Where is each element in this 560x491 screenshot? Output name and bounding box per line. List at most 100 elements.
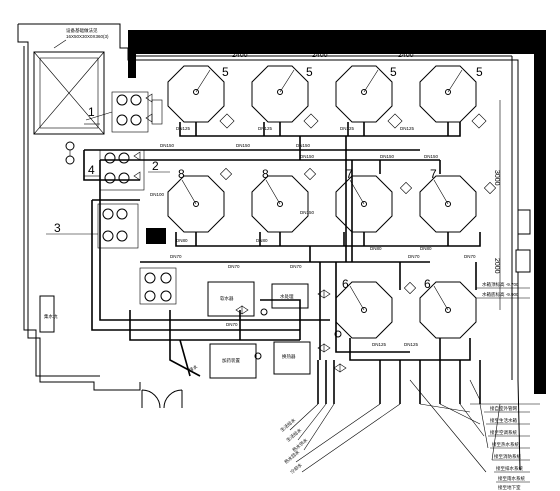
dimension-lines: 2400 2400 2400 3000 2000	[180, 52, 501, 310]
pump-group-1	[111, 91, 163, 133]
pipe-size: DN125	[404, 342, 419, 347]
legend-line: 接至空调系统	[490, 429, 517, 436]
equipment-box	[271, 283, 309, 309]
pipe-size: DN150	[160, 143, 175, 148]
thick-wall-top	[128, 30, 546, 54]
legend-line: 接自室外管网	[490, 405, 517, 412]
top-note-2: 16X50X30X0X360(3)	[66, 34, 109, 39]
pipe-size: DN80	[370, 246, 382, 251]
legend-line: 接至排水系统	[496, 465, 523, 472]
equipment-box	[273, 341, 311, 375]
pipe-size: DN70	[408, 254, 420, 259]
pipe-size: DN150	[300, 154, 315, 159]
dim-top-3: 2400	[398, 52, 414, 59]
equipment-label: 软水器	[220, 295, 234, 302]
equipment-label: 加药装置	[222, 357, 240, 364]
pipe-network	[83, 122, 481, 404]
pipe-size: DN70	[170, 254, 182, 259]
control-cabinet	[146, 228, 166, 244]
callout-3: 3	[54, 221, 61, 235]
pipe-size: DN80	[176, 238, 188, 243]
wall-pier	[128, 54, 136, 78]
tank-label: 5	[306, 65, 313, 79]
legend-line: 接至雨水系统	[498, 475, 525, 482]
pipe-size: DN125	[258, 126, 273, 131]
gauge-icon	[65, 155, 75, 165]
callouts: 1 2 3 4	[46, 105, 170, 235]
tank-label: 7	[346, 167, 353, 181]
pipe-size: DN70	[226, 322, 238, 327]
callout-2: 2	[152, 159, 159, 173]
tank-label: 6	[424, 277, 431, 291]
pipe-size: DN80	[256, 238, 268, 243]
tank: 8	[251, 167, 309, 233]
callout-4: 4	[88, 163, 95, 177]
pump-group-4	[139, 267, 177, 305]
pipe-size: DN125	[372, 342, 387, 347]
tank: 5	[335, 65, 397, 123]
outlet-label: 热水供水	[291, 436, 310, 453]
pipe-size: DN150	[380, 154, 395, 159]
tank-label: 5	[390, 65, 397, 79]
tank-label: 6	[342, 277, 349, 291]
tank: 7	[335, 167, 393, 233]
door-swing	[163, 389, 183, 409]
tank-label: 7	[430, 167, 437, 181]
pipe-size: DN150	[296, 143, 311, 148]
dim-right-1: 3000	[493, 170, 500, 186]
equipment-label: 集水坑	[44, 313, 58, 320]
callout-1: 1	[88, 105, 95, 119]
legend-stack: 接自室外管网 接至生活水箱 接至空调系统 接至热水系统 接至消防系统 接至排水系…	[484, 405, 530, 491]
equipment-label: 换热器	[282, 353, 296, 360]
wall-opening	[515, 249, 531, 273]
elevation-bottom: 水箱底标高 -9.900	[482, 291, 519, 298]
tank: 6	[419, 277, 477, 339]
pump-group-3	[97, 203, 166, 249]
tank-label: 8	[262, 167, 269, 181]
wall-column	[39, 295, 55, 333]
tank: 8	[167, 167, 225, 233]
pipe-size: DN70	[228, 264, 240, 269]
tank-label: 5	[222, 65, 229, 79]
pipe-size: DN80	[420, 246, 432, 251]
pipe-size: DN150	[300, 210, 315, 215]
tank-label: 5	[476, 65, 483, 79]
legend-line: 接至地下室	[498, 484, 521, 491]
tank-fittings	[219, 113, 497, 295]
pipe-size: DN70	[464, 254, 476, 259]
pump-group-2	[99, 149, 145, 191]
outlet-label: 排水	[188, 363, 200, 374]
legend-line: 接至生活水箱	[490, 417, 517, 424]
pit-box: 设备基础做法见 16X50X30X0X360(3)	[33, 27, 109, 135]
wall-opening	[517, 209, 531, 235]
thick-wall-right	[534, 54, 546, 394]
equipment-label: 水处理	[280, 293, 294, 300]
pipe-size: DN125	[340, 126, 355, 131]
legend-line: 接至消防系统	[494, 453, 521, 460]
legend-line: 接至热水系统	[492, 441, 519, 448]
tank: 5	[167, 65, 229, 123]
pipe-size: DN125	[400, 126, 415, 131]
pipe-size: DN125	[176, 126, 191, 131]
tank: 5	[251, 65, 313, 123]
top-note-1: 设备基础做法见	[66, 27, 98, 34]
pipe-size: DN150	[236, 143, 251, 148]
equipment-box	[209, 343, 257, 379]
pipe-size: DN70	[290, 264, 302, 269]
equipment-box	[207, 281, 255, 317]
pipe-size-labels: DN125 DN125 DN125 DN125 DN150 DN150 DN15…	[150, 126, 476, 347]
outlet-labels: 生活给水 生活给水 热水供水 热水回水 冷却水 排水	[188, 363, 310, 476]
pump-groups	[65, 91, 177, 305]
pipe-size: DN150	[424, 154, 439, 159]
tank: 6	[335, 277, 393, 339]
dim-top-2: 2400	[312, 52, 328, 59]
building-walls	[17, 23, 546, 471]
tank-label: 8	[178, 167, 185, 181]
gauge-icon	[65, 141, 75, 151]
elevation-notes: 水箱顶标高 -9.700 水箱底标高 -9.900	[476, 281, 530, 299]
outlet-label: 冷却水	[289, 461, 304, 475]
pipe-size: DN100	[150, 192, 165, 197]
door-swing	[141, 389, 161, 409]
elevation-top: 水箱顶标高 -9.700	[482, 281, 519, 288]
